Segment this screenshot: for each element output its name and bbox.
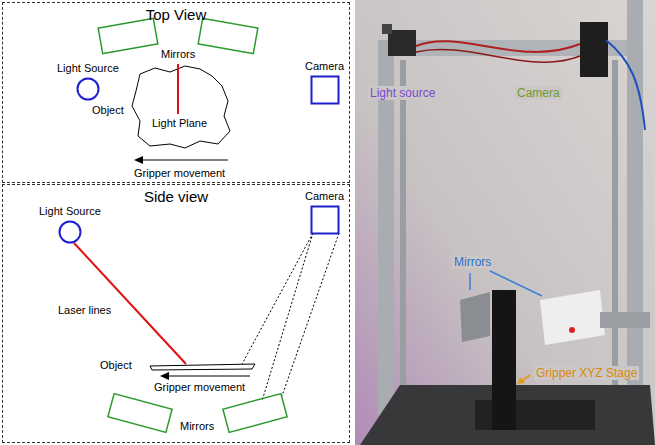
device-label: Light Source bbox=[39, 205, 101, 218]
laser-dot bbox=[569, 327, 575, 333]
object-side bbox=[150, 364, 255, 370]
photo-label: Gripper XYZ Stage bbox=[534, 366, 639, 380]
part-label: Object bbox=[100, 359, 132, 372]
object-outline bbox=[132, 66, 230, 148]
top-view-drawing bbox=[98, 18, 258, 164]
cable bbox=[606, 40, 645, 130]
cable bbox=[416, 41, 580, 52]
movement-arrow bbox=[168, 376, 250, 377]
wall bbox=[355, 0, 655, 445]
leader-line bbox=[490, 271, 542, 296]
light-source-circle bbox=[59, 222, 80, 243]
square-symbol bbox=[310, 205, 340, 235]
frame-post bbox=[400, 60, 406, 400]
part-label: Gripper movement bbox=[134, 167, 225, 180]
camera-symbol: Camera bbox=[305, 60, 344, 105]
mirror bbox=[198, 18, 258, 53]
frame-post bbox=[627, 0, 643, 415]
photo-label: Camera bbox=[515, 86, 562, 100]
camera-square bbox=[311, 207, 338, 234]
part-label: Mirrors bbox=[161, 48, 195, 61]
view-title: Top View bbox=[3, 6, 349, 23]
part-label: Mirrors bbox=[180, 420, 214, 433]
part-label: Light Plane bbox=[152, 117, 207, 130]
light-source-device bbox=[388, 30, 416, 56]
rail bbox=[600, 312, 650, 328]
view-ray bbox=[242, 233, 313, 364]
leader-line bbox=[469, 273, 471, 290]
circle-symbol bbox=[58, 220, 82, 244]
view-panel: Side viewLight Source Camera bbox=[2, 184, 350, 443]
photo bbox=[355, 0, 655, 445]
light-source-symbol: Light Source bbox=[39, 205, 101, 244]
camera-square bbox=[311, 77, 338, 104]
arrow-head bbox=[517, 377, 525, 384]
device-label: Light Source bbox=[57, 62, 119, 75]
light-source-symbol: Light Source bbox=[57, 62, 119, 101]
arrow-head bbox=[134, 156, 143, 164]
cable bbox=[416, 49, 580, 62]
photo-label: Light source bbox=[368, 86, 437, 100]
device-label: Camera bbox=[305, 190, 344, 203]
mirror bbox=[98, 18, 158, 53]
mirror-photo bbox=[540, 290, 605, 345]
light-source-device bbox=[382, 24, 392, 34]
side-view-drawing bbox=[74, 233, 339, 432]
part-label: Object bbox=[92, 104, 124, 117]
view-ray bbox=[282, 233, 339, 396]
mirror bbox=[108, 394, 172, 433]
circle-symbol bbox=[76, 77, 100, 101]
square-symbol bbox=[310, 75, 340, 105]
movement-arrow bbox=[142, 160, 228, 161]
light-source-circle bbox=[77, 79, 98, 100]
arrow-head bbox=[160, 372, 169, 380]
light-plane bbox=[177, 64, 179, 114]
view-panel: Top ViewLight Source Camera bbox=[2, 2, 350, 183]
photo-label: Mirrors bbox=[452, 255, 493, 269]
device-label: Camera bbox=[305, 60, 344, 73]
frame-post bbox=[612, 60, 618, 390]
part-label: Laser lines bbox=[58, 304, 111, 317]
mirror-photo bbox=[460, 292, 490, 342]
leader-arrow bbox=[522, 375, 530, 381]
view-ray bbox=[262, 233, 313, 401]
part-label: Gripper movement bbox=[154, 381, 245, 394]
mirror bbox=[223, 394, 287, 433]
camera-device bbox=[580, 22, 608, 77]
xyz-stage bbox=[492, 290, 516, 430]
camera-symbol: Camera bbox=[305, 190, 344, 235]
view-title: Side view bbox=[3, 188, 349, 205]
laser-line bbox=[74, 243, 186, 364]
